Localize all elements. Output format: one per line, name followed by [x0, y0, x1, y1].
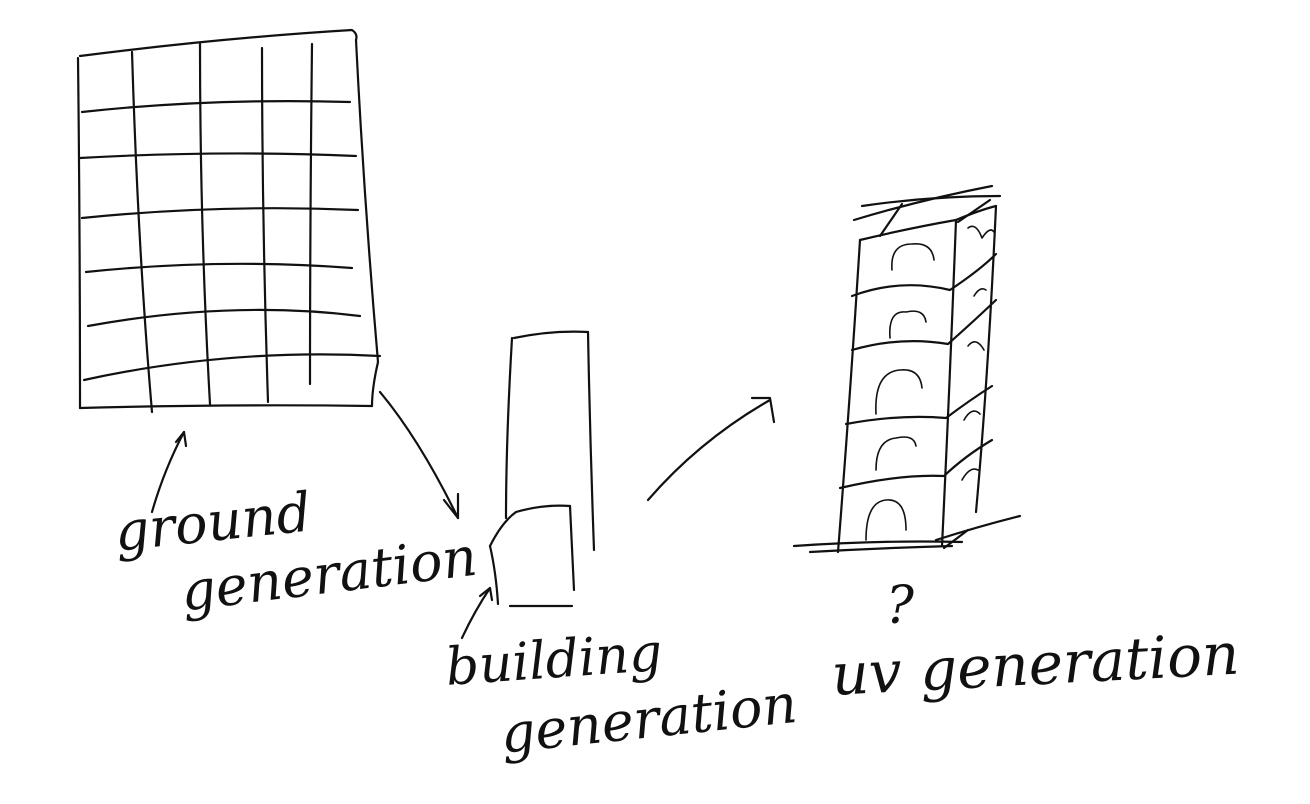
- grid-to-building-arrow: [378, 390, 460, 520]
- building-arrow: [460, 586, 494, 640]
- uv-tower-sketch: [792, 184, 1022, 554]
- ground-grid-sketch: [76, 28, 382, 414]
- building-to-uv-arrow: [646, 396, 776, 502]
- building-label-line1: building: [443, 622, 665, 698]
- uv-question-mark: ?: [886, 576, 914, 636]
- ground-arrow: [150, 430, 188, 514]
- building-sketch: [488, 330, 596, 608]
